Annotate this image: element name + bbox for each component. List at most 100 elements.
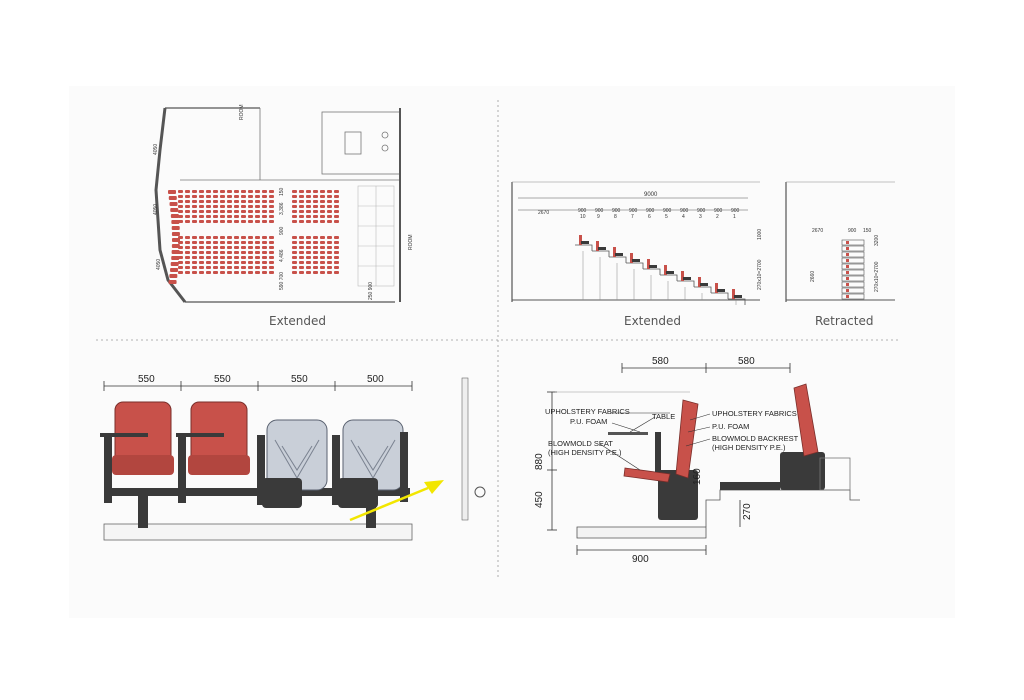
plan-seat <box>220 246 225 249</box>
plan-seat <box>206 261 211 264</box>
plan-seat <box>306 195 311 198</box>
dim-side-160: 160 <box>692 468 703 485</box>
tier-back <box>681 271 684 281</box>
plan-seat <box>171 220 180 224</box>
plan-seat <box>199 210 204 213</box>
plan-seat <box>327 236 332 239</box>
plan-seat <box>269 195 274 198</box>
row-number-label: 3 <box>699 214 702 220</box>
plan-seat <box>206 210 211 213</box>
row-number-label: 10 <box>580 214 586 220</box>
plan-seat <box>334 205 339 208</box>
plan-seat <box>292 210 297 213</box>
retracted-tier <box>841 251 865 258</box>
plan-seat <box>213 215 218 218</box>
plan-seat <box>255 220 260 223</box>
plan-seat <box>206 205 211 208</box>
plan-seat <box>327 266 332 269</box>
plan-seat <box>171 238 180 242</box>
plan-seat <box>320 215 325 218</box>
dim-retracted-top: 3200 <box>874 235 880 246</box>
plan-seat <box>313 215 318 218</box>
plan-seat <box>262 190 267 193</box>
retracted-tier <box>841 287 865 294</box>
section-extended <box>511 181 760 305</box>
plan-seat <box>192 256 197 259</box>
plan-seat <box>199 251 204 254</box>
plan-seat <box>334 190 339 193</box>
plan-seat <box>327 205 332 208</box>
plan-seat <box>292 246 297 249</box>
row-width-label: 900 <box>731 208 740 214</box>
plan-seat <box>199 220 204 223</box>
tier-back <box>613 247 616 257</box>
plan-seat <box>255 236 260 239</box>
plan-seat <box>178 266 183 269</box>
plan-seat <box>185 271 190 274</box>
plan-seat <box>327 256 332 259</box>
plan-seat <box>241 266 246 269</box>
plan-seat <box>299 236 304 239</box>
row-number-label: 5 <box>665 214 668 220</box>
plan-seat <box>192 190 197 193</box>
plan-seat <box>241 241 246 244</box>
tier-seat <box>717 289 725 292</box>
svg-text:4050: 4050 <box>153 144 159 155</box>
plan-seat <box>313 236 318 239</box>
retracted-seat <box>846 271 849 274</box>
plan-seat <box>241 236 246 239</box>
plan-seat <box>199 195 204 198</box>
retracted-tier <box>841 275 865 282</box>
plan-seat <box>206 190 211 193</box>
plan-seat <box>199 190 204 193</box>
plan-seat <box>185 195 190 198</box>
plan-seat <box>241 210 246 213</box>
plan-seat <box>334 251 339 254</box>
plan-seat <box>206 195 211 198</box>
plan-seat <box>255 200 260 203</box>
plan-seat <box>199 205 204 208</box>
svg-text:250 900: 250 900 <box>368 282 374 300</box>
plan-seat <box>334 266 339 269</box>
plan-seat <box>192 215 197 218</box>
plan-seat <box>220 205 225 208</box>
retracted-tier <box>841 257 865 264</box>
plan-seat <box>292 205 297 208</box>
plan-seat <box>248 256 253 259</box>
row-number-label: 2 <box>716 214 719 220</box>
plan-seat <box>292 251 297 254</box>
plan-seat <box>306 190 311 193</box>
row-width-label: 900 <box>612 208 621 214</box>
tier-back <box>579 235 582 245</box>
plan-seat <box>255 195 260 198</box>
plan-seat <box>327 200 332 203</box>
floor-plan: 150 3,386 900 4,486 590 700 4050 4050 40… <box>153 104 414 303</box>
plan-seat <box>206 220 211 223</box>
plan-seat <box>213 246 218 249</box>
retracted-seat <box>846 277 849 280</box>
tier-seat <box>700 283 708 286</box>
plan-seat <box>206 266 211 269</box>
plan-seat <box>234 256 239 259</box>
plan-seat <box>292 261 297 264</box>
tier-back <box>647 259 650 269</box>
seat-grey-1 <box>257 419 328 508</box>
plan-seat <box>299 266 304 269</box>
plan-seat <box>327 241 332 244</box>
plan-seat <box>292 215 297 218</box>
plan-seat <box>199 215 204 218</box>
plan-seat <box>299 256 304 259</box>
plan-seat <box>306 220 311 223</box>
plan-seat <box>299 205 304 208</box>
plan-seat <box>255 256 260 259</box>
row-width-label: 900 <box>714 208 723 214</box>
plan-seat <box>171 256 180 260</box>
plan-seat <box>220 195 225 198</box>
label-blowmold-seat-1: BLOWMOLD SEAT <box>548 439 613 448</box>
dim-side-450: 450 <box>534 491 545 508</box>
plan-seat <box>241 246 246 249</box>
plan-seat <box>320 241 325 244</box>
plan-seat <box>241 256 246 259</box>
plan-seat <box>292 195 297 198</box>
